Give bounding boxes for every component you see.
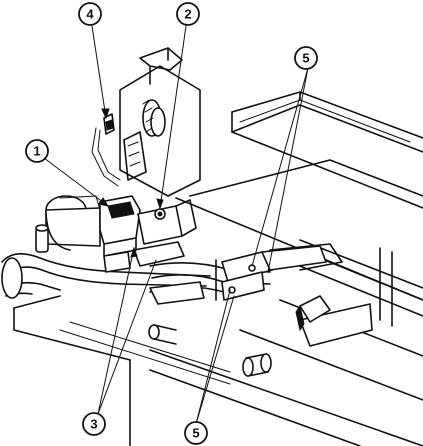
- callout-5-top-label: 5: [302, 51, 309, 66]
- callout-4-label: 4: [86, 7, 94, 22]
- carriage-bracket: [215, 243, 343, 301]
- callout-5-top: 5: [294, 46, 318, 70]
- small-roller: [148, 324, 177, 345]
- component-1-block: [99, 195, 197, 273]
- cable-harness: [1, 241, 271, 305]
- callout-4: 4: [78, 2, 102, 26]
- callout-2-label: 2: [184, 7, 191, 22]
- callout-3-label: 3: [90, 417, 97, 432]
- callout-1-label: 1: [33, 144, 40, 159]
- arrowheads: [98, 108, 164, 258]
- callout-3: 3: [82, 412, 106, 436]
- gear-assembly: [91, 47, 201, 197]
- leader-lines: [43, 25, 309, 425]
- motor-body: [35, 195, 101, 253]
- callout-5-bottom-label: 5: [192, 426, 199, 441]
- chassis-frame: [13, 91, 423, 446]
- callout-2: 2: [176, 2, 200, 26]
- callout-5-bottom: 5: [184, 421, 208, 445]
- paddle-clamp: [295, 295, 373, 347]
- callout-1: 1: [25, 139, 49, 163]
- roller: [242, 353, 272, 377]
